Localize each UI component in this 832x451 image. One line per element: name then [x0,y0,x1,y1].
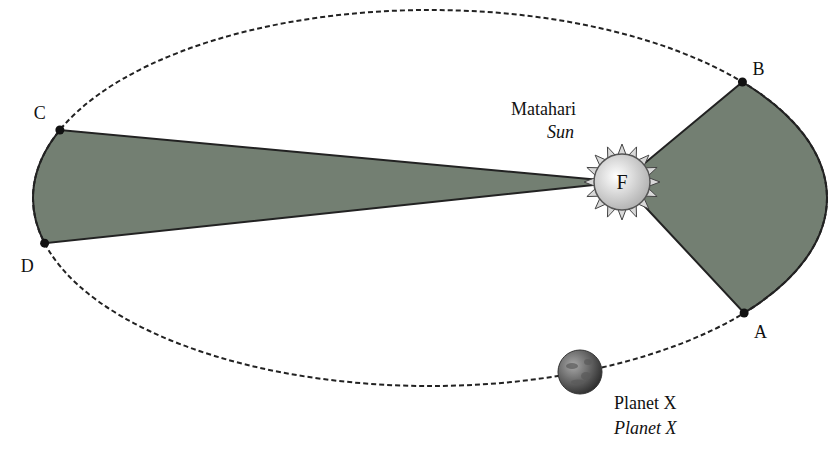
planet-surface [581,372,591,380]
sun-label: Matahari [511,100,576,120]
swept-area [33,130,622,243]
orbit-path [33,10,827,386]
swept-area [622,82,827,313]
orbit-point [55,126,64,135]
point-label: A [754,323,767,341]
sun-label-english: Sun [547,123,574,143]
point-label: C [34,104,46,122]
focus-label: F [590,150,654,214]
planet-label-english: Planet X [614,419,676,439]
planet-surface [584,359,592,365]
point-label: B [752,60,764,78]
planet-surface [566,363,578,369]
sun-symbol: MatahariSunF [590,150,654,214]
point-label: D [21,257,34,275]
orbit-point [740,308,749,317]
orbit-point [40,239,49,248]
planet-disc [558,350,602,394]
planet-surface [571,380,585,385]
planet-symbol: Planet XPlanet X [558,350,602,394]
planet-label: Planet X [614,394,677,414]
orbit-point [738,77,747,86]
planet-outline [558,350,602,394]
